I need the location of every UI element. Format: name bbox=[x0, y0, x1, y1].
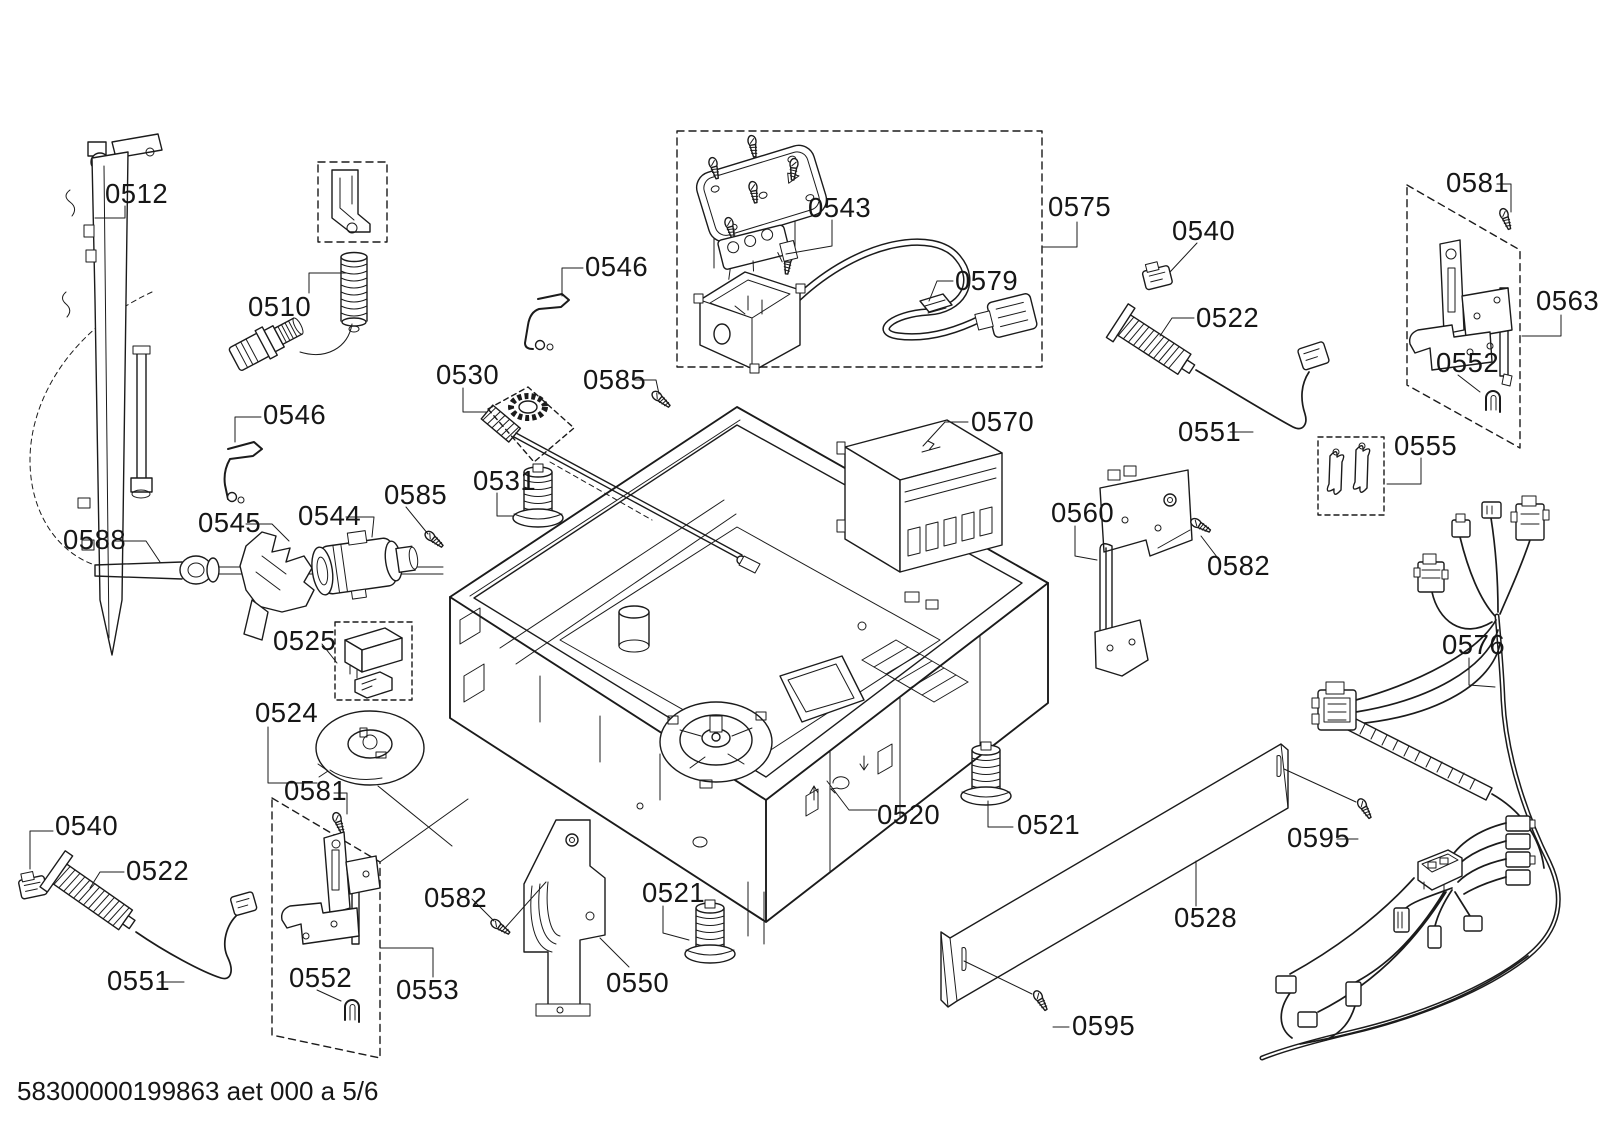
callout-0530-14: 0530 bbox=[436, 359, 499, 390]
part-0551-wire-a bbox=[1195, 341, 1330, 430]
callout-0551-28: 0551 bbox=[107, 965, 170, 996]
callout-0525-24: 0525 bbox=[273, 625, 336, 656]
callout-0581-29: 0581 bbox=[284, 775, 347, 806]
callout-0521-36: 0521 bbox=[1017, 809, 1080, 840]
part-0520-base-assembly bbox=[449, 406, 1049, 945]
callout-0585-17: 0585 bbox=[384, 479, 447, 510]
part-0510-hose-fitting bbox=[228, 169, 371, 371]
part-0512-inlet-channel bbox=[62, 133, 163, 656]
callout-0543-4: 0543 bbox=[808, 192, 871, 223]
part-0528-plinth-panel bbox=[940, 743, 1289, 1008]
callout-0550-33: 0550 bbox=[606, 967, 669, 998]
part-0543-terminal-block bbox=[717, 224, 799, 280]
callout-0540-26: 0540 bbox=[55, 810, 118, 841]
callout-0595-39: 0595 bbox=[1072, 1010, 1135, 1041]
callout-labels: 0512 0510 0546 0546 0543 0575 0579 0540 0522 0551… bbox=[55, 167, 1599, 1041]
part-0522-spring-b bbox=[39, 850, 136, 931]
callout-0546-3: 0546 bbox=[263, 399, 326, 430]
callout-0522-27: 0522 bbox=[126, 855, 189, 886]
callout-0531-16: 0531 bbox=[473, 465, 536, 496]
part-0540-clip-b bbox=[18, 871, 48, 900]
callout-0576-40: 0576 bbox=[1442, 629, 1505, 660]
callout-0520-35: 0520 bbox=[877, 799, 940, 830]
callout-0582-32: 0582 bbox=[424, 882, 487, 913]
callout-0579-6: 0579 bbox=[955, 265, 1018, 296]
callout-0581-10: 0581 bbox=[1446, 167, 1509, 198]
part-0540-clip-a bbox=[1141, 261, 1173, 291]
callout-0585-15: 0585 bbox=[583, 364, 646, 395]
callout-0528-38: 0528 bbox=[1174, 902, 1237, 933]
callout-0546-2: 0546 bbox=[585, 251, 648, 282]
assembly-0563-bracket bbox=[1408, 206, 1514, 413]
part-0524-disc bbox=[315, 710, 425, 786]
part-0552-clip-b bbox=[344, 999, 360, 1023]
leader-lines bbox=[29, 183, 1562, 1028]
part-0550-bracket bbox=[504, 819, 606, 1017]
callout-0560-19: 0560 bbox=[1051, 497, 1114, 528]
callout-0582-20: 0582 bbox=[1207, 550, 1270, 581]
part-0552-clip-a bbox=[1485, 390, 1501, 413]
callout-0545-22: 0545 bbox=[198, 507, 261, 538]
callout-0588-21: 0588 bbox=[63, 524, 126, 555]
callout-0540-7: 0540 bbox=[1172, 215, 1235, 246]
part-0570-control-module bbox=[836, 419, 1003, 573]
part-0555-clamps bbox=[1326, 442, 1371, 495]
part-0544-pump bbox=[311, 530, 419, 600]
callout-0563-11: 0563 bbox=[1536, 285, 1599, 316]
callout-0551-9: 0551 bbox=[1178, 416, 1241, 447]
callout-0595-37: 0595 bbox=[1287, 822, 1350, 853]
drawing-number: 58300000199863 aet 000 a 5/6 bbox=[17, 1076, 378, 1106]
callout-0555-13: 0555 bbox=[1394, 430, 1457, 461]
part-0560-bracket bbox=[1094, 465, 1193, 677]
part-0545-bracket bbox=[239, 531, 315, 641]
callout-0552-30: 0552 bbox=[289, 962, 352, 993]
callout-0521-34: 0521 bbox=[642, 877, 705, 908]
callout-0512-0: 0512 bbox=[105, 178, 168, 209]
callout-0570-18: 0570 bbox=[971, 406, 1034, 437]
part-0551-wire-b bbox=[135, 891, 258, 980]
part-0576-harness bbox=[1259, 495, 1561, 1061]
part-0579-tag bbox=[919, 293, 953, 314]
power-plug bbox=[974, 293, 1038, 338]
dashed-group-boxes bbox=[29, 130, 1521, 1059]
callout-0575-5: 0575 bbox=[1048, 191, 1111, 222]
callout-0524-25: 0524 bbox=[255, 697, 318, 728]
callout-0544-23: 0544 bbox=[298, 500, 361, 531]
callout-0522-8: 0522 bbox=[1196, 302, 1259, 333]
part-0546-clamp-a bbox=[524, 293, 570, 351]
assembly-0553-bracket bbox=[280, 810, 381, 1023]
assembly-0575-heater-box bbox=[693, 134, 1038, 374]
callout-0510-1: 0510 bbox=[248, 291, 311, 322]
assembly-0525-relay bbox=[344, 627, 403, 699]
assembly-0530-worm-gear bbox=[480, 393, 761, 574]
part-0546-clamp-b bbox=[223, 441, 263, 504]
callout-0552-12: 0552 bbox=[1436, 347, 1499, 378]
callout-0553-31: 0553 bbox=[396, 974, 459, 1005]
